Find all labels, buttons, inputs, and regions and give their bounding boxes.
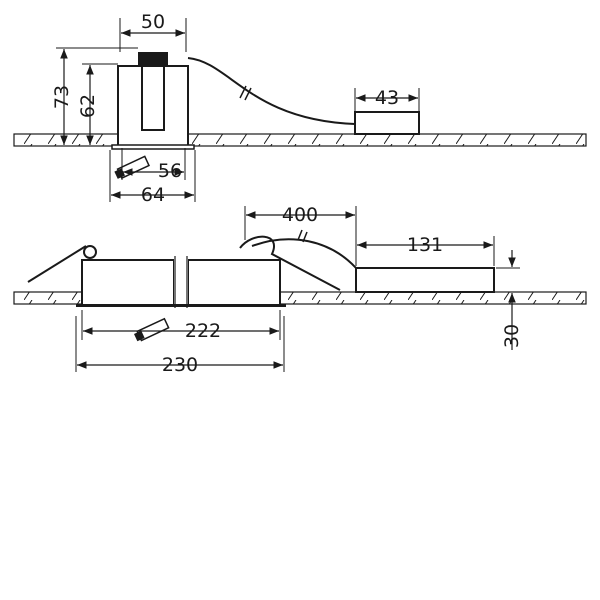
break-mark-lower — [297, 229, 303, 241]
cable-lower — [251, 238, 357, 269]
dim-label-230: 230 — [162, 354, 198, 376]
dim-label-131: 131 — [407, 234, 443, 256]
spring-clip-left — [27, 245, 97, 283]
driver-box-upper — [354, 111, 420, 135]
downlight-housing — [111, 52, 195, 150]
cable-upper — [187, 57, 356, 125]
dim-label-73: 73 — [51, 85, 73, 109]
dim-label-62: 62 — [77, 94, 99, 118]
saw-icon-upper — [114, 155, 150, 180]
dim-label-56: 56 — [158, 160, 182, 182]
dim-label-43: 43 — [375, 87, 399, 109]
ceiling-slab-upper — [13, 133, 587, 147]
upper-view: 50 73 62 43 56 64 — [13, 11, 587, 206]
dim-label-50: 50 — [141, 11, 165, 33]
lower-view: 400 131 30 222 230 — [13, 204, 587, 376]
driver-box-lower — [355, 267, 495, 293]
dim-label-400: 400 — [282, 204, 318, 226]
dim-label-64: 64 — [141, 184, 165, 206]
break-mark-upper — [239, 85, 247, 99]
spring-clip-right — [239, 235, 341, 291]
dim-label-222: 222 — [185, 320, 221, 342]
dim-label-30: 30 — [501, 324, 523, 348]
linear-fixture-body — [76, 256, 286, 308]
